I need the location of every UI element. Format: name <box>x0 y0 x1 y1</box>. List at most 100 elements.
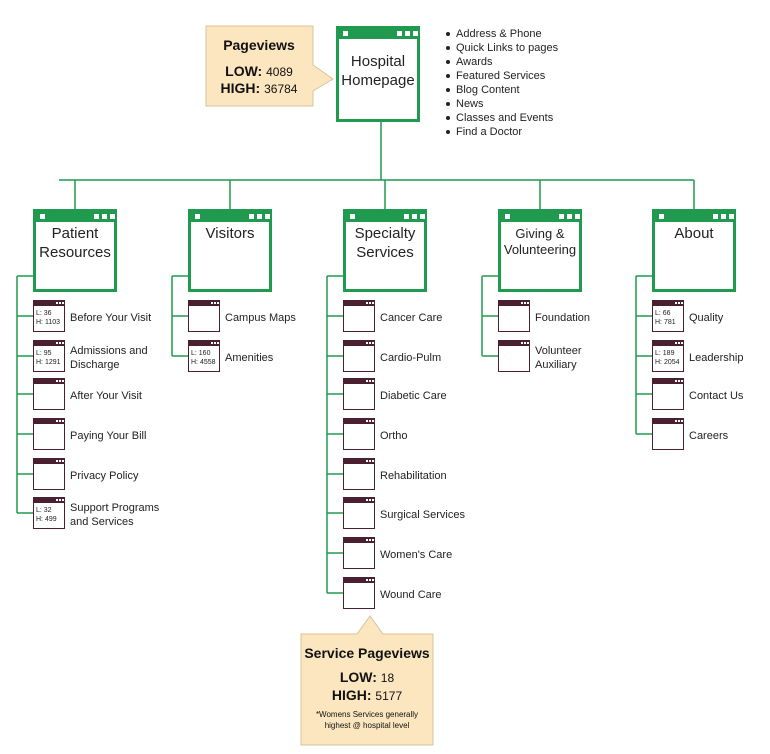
page-window[interactable]: L: 95 H: 1291 <box>33 340 65 372</box>
window-bar <box>191 212 270 222</box>
page-low-stat: L: 66 <box>655 310 671 317</box>
page-window-bar <box>344 498 374 503</box>
homepage-bullet-item: News <box>445 97 558 111</box>
page-label: Women's Care <box>380 549 453 561</box>
window-bar <box>339 29 418 39</box>
callout-shape <box>205 25 334 107</box>
section-node[interactable]: About <box>652 209 736 292</box>
page-window[interactable] <box>652 418 684 450</box>
page-window[interactable] <box>652 378 684 410</box>
page-window[interactable]: L: 66 H: 781 <box>652 300 684 332</box>
page-window-bar <box>653 419 683 424</box>
page-window[interactable] <box>343 497 375 529</box>
page-window-bar <box>189 301 219 306</box>
page-window-bar <box>344 459 374 464</box>
section-label: Visitors <box>205 225 255 242</box>
page-window-bar <box>344 578 374 583</box>
homepage-bullet-item: Awards <box>445 55 558 69</box>
pageviews-callout: Pageviews LOW: 4089 HIGH: 36784 <box>205 25 335 107</box>
window-bar <box>36 212 115 222</box>
page-low-stat: L: 32 <box>36 507 52 514</box>
page-label: Quality <box>689 312 724 324</box>
page-window-bar <box>34 379 64 384</box>
pageviews-low: LOW: 4089 <box>225 63 293 79</box>
page-window[interactable] <box>33 418 65 450</box>
page-window-bar <box>499 301 529 306</box>
page-window-bar <box>189 341 219 346</box>
page-window[interactable] <box>498 340 530 372</box>
page-window[interactable] <box>343 340 375 372</box>
window-bar <box>655 212 734 222</box>
section-label: Giving &Volunteering <box>503 226 577 257</box>
page-high-stat: H: 1291 <box>36 359 61 366</box>
page-label: Diabetic Care <box>380 390 447 402</box>
page-window[interactable] <box>33 378 65 410</box>
page-label: Before Your Visit <box>70 312 152 324</box>
page-label: Rehabilitation <box>380 470 447 482</box>
page-low-stat: L: 95 <box>36 350 52 357</box>
page-label: Amenities <box>225 352 274 364</box>
callout-shape <box>300 615 434 746</box>
homepage-bullet-item: Address & Phone <box>445 27 558 41</box>
page-window[interactable]: L: 32 H: 499 <box>33 497 65 529</box>
homepage-bullet-item: Find a Doctor <box>445 125 558 139</box>
page-window-bar <box>34 341 64 346</box>
page-low-stat: L: 160 <box>191 350 211 357</box>
service-pageviews-title: Service Pageviews <box>304 645 430 661</box>
page-window-bar <box>653 379 683 384</box>
service-pageviews-callout: Service Pageviews LOW: 18 HIGH: 5177 *Wo… <box>300 614 434 746</box>
page-label: Cancer Care <box>380 312 443 324</box>
section-node[interactable]: Giving &Volunteering <box>498 209 582 292</box>
page-window[interactable] <box>343 577 375 609</box>
page-low-stat: L: 36 <box>36 310 52 317</box>
page-low-stat: L: 189 <box>655 350 675 357</box>
page-window-bar <box>344 301 374 306</box>
page-window-bar <box>499 341 529 346</box>
page-window-bar <box>344 379 374 384</box>
page-window[interactable] <box>33 458 65 490</box>
page-window-bar <box>653 341 683 346</box>
page-window[interactable] <box>343 418 375 450</box>
page-window-bar <box>34 459 64 464</box>
page-high-stat: H: 499 <box>36 516 57 523</box>
service-pageviews-high: HIGH: 5177 <box>331 687 403 703</box>
page-window-bar <box>34 301 64 306</box>
page-label: Wound Care <box>380 589 442 601</box>
pageviews-title: Pageviews <box>223 37 295 53</box>
window-bar <box>501 212 580 222</box>
section-node[interactable]: Visitors <box>188 209 272 292</box>
window-bar <box>346 212 425 222</box>
page-window-bar <box>344 419 374 424</box>
page-label: Cardio-Pulm <box>380 352 442 364</box>
page-label: Campus Maps <box>225 312 296 324</box>
page-window[interactable] <box>188 300 220 332</box>
page-label: Foundation <box>535 312 591 324</box>
homepage-bullet-item: Featured Services <box>445 69 558 83</box>
page-window-bar <box>34 419 64 424</box>
page-label: Careers <box>689 430 729 442</box>
page-window[interactable] <box>498 300 530 332</box>
page-window[interactable] <box>343 458 375 490</box>
page-label: Surgical Services <box>380 509 465 521</box>
page-label: After Your Visit <box>70 390 142 402</box>
page-window[interactable] <box>343 537 375 569</box>
page-window[interactable] <box>343 378 375 410</box>
page-window[interactable] <box>343 300 375 332</box>
page-high-stat: H: 781 <box>655 319 676 326</box>
page-window-bar <box>344 538 374 543</box>
homepage-bullet-item: Blog Content <box>445 83 558 97</box>
